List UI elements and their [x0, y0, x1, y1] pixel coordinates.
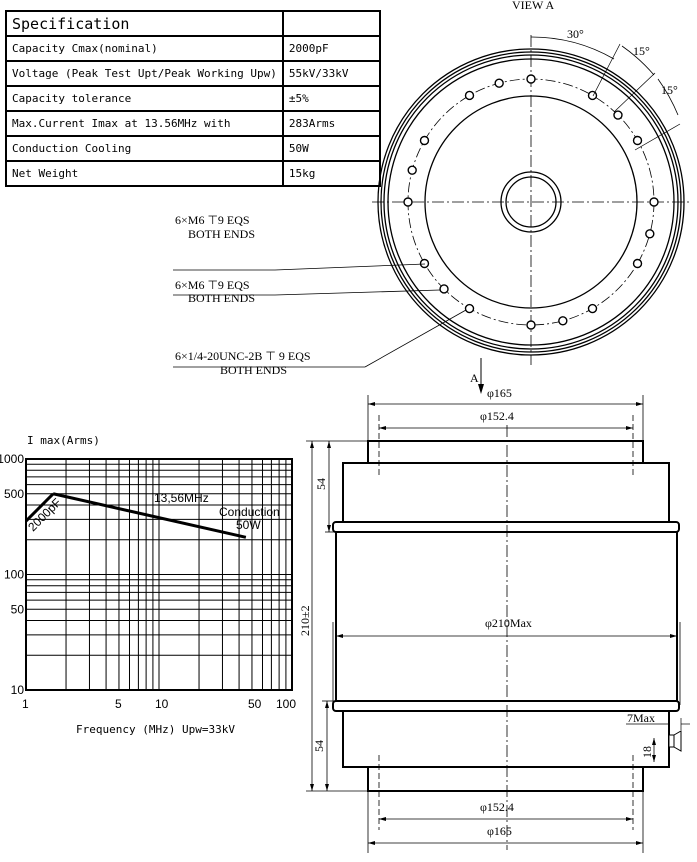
leader-line	[364, 309, 467, 368]
series-line-0	[24, 492, 55, 523]
y-axis-label: I max(Arms)	[27, 434, 100, 447]
annotation-conduction: Conduction	[219, 505, 280, 519]
spec-label: Capacity Cmax(nominal)	[5, 35, 284, 62]
spec-value: 283Arms	[281, 110, 381, 137]
spec-label: Max.Current Imax at 13.56MHz with	[5, 110, 284, 137]
angle-label-15: 15°	[633, 44, 650, 58]
bolt-hole	[632, 135, 643, 146]
angle-label-30: 30°	[567, 27, 584, 41]
bolt-hole	[587, 303, 598, 314]
callout-text: BOTH ENDS	[220, 363, 287, 377]
callout-text: BOTH ENDS	[188, 227, 255, 241]
lower-body	[342, 710, 670, 768]
spec-table: Specification Capacity Cmax(nominal)2000…	[5, 10, 381, 187]
annotation-50w: 50W	[236, 518, 261, 532]
spec-label: Voltage (Peak Test Upt/Peak Working Upw)	[5, 60, 284, 87]
angle-arc	[530, 36, 615, 60]
upper-body	[342, 462, 670, 523]
bolt-hole	[419, 258, 430, 269]
spec-label: Conduction Cooling	[5, 135, 284, 162]
spec-value: ±5%	[281, 85, 381, 112]
bolt-hole	[439, 284, 449, 294]
dim-lower-label: 54	[312, 740, 326, 752]
bolt-hole	[587, 90, 598, 101]
arrow-head-icon	[478, 384, 484, 394]
annotation-frequency: 13,56MHz	[154, 491, 209, 505]
angle-arc	[657, 78, 679, 116]
bolt-hole	[645, 229, 655, 239]
dim-body-label: φ210Max	[485, 616, 532, 630]
leader-line	[274, 263, 426, 271]
extension-line	[592, 43, 621, 97]
bolt-hole	[526, 320, 536, 330]
bolt-hole	[464, 303, 475, 314]
spec-label: Net Weight	[5, 160, 284, 187]
bolt-hole	[613, 110, 623, 120]
callout-text: 6×1/4-20UNC-2B ⊤ 9 EQS	[175, 349, 311, 363]
y-tick-label: 10	[11, 683, 25, 697]
upper-ring	[332, 521, 680, 533]
table-row: Capacity Cmax(nominal)2000pF	[5, 35, 381, 62]
spec-value: 2000pF	[281, 35, 381, 62]
dim-top-inner-label: φ152.4	[480, 409, 514, 423]
section-label: A	[470, 371, 479, 385]
bottom-terminal	[367, 766, 644, 792]
bolt-hole	[632, 258, 643, 269]
table-row: Capacity tolerance±5%	[5, 85, 381, 112]
y-tick-label: 500	[4, 487, 24, 501]
y-tick-label: 50	[11, 602, 25, 616]
spec-value: 15kg	[281, 160, 381, 187]
callout-text: 6×M6 ⊤9 EQS	[175, 213, 250, 227]
x-tick-label: 100	[276, 697, 296, 711]
callout-text: 6×M6 ⊤9 EQS	[175, 278, 250, 292]
bolt-hole	[464, 90, 475, 101]
bolt-hole	[526, 74, 536, 84]
y-tick-label: 1000	[0, 452, 24, 466]
dim-upper-label: 54	[314, 478, 328, 490]
x-axis-label: Frequency (MHz) Upw=33kV	[76, 723, 235, 736]
top-terminal	[367, 440, 644, 464]
dim-height-label: 210±2	[298, 605, 312, 636]
dim-arrow-icon	[652, 738, 656, 762]
dim-top-outer-label: φ165	[487, 386, 512, 400]
extension-line	[634, 123, 681, 151]
leader-line	[274, 289, 441, 296]
spec-title: Specification	[5, 10, 284, 37]
y-tick-label: 100	[4, 568, 24, 582]
bolt-hole	[403, 197, 413, 207]
series-line-1	[52, 492, 247, 539]
x-tick-label: 5	[115, 697, 122, 711]
extension-line	[613, 72, 656, 113]
bolt-hole	[649, 197, 659, 207]
dim-terminal-height-label: 18	[640, 746, 654, 758]
terminal-lug	[668, 734, 675, 748]
view-a-title: VIEW A	[512, 0, 554, 12]
table-row: Voltage (Peak Test Upt/Peak Working Upw)…	[5, 60, 381, 87]
x-tick-label: 10	[155, 697, 169, 711]
angle-arc	[621, 45, 655, 76]
bolt-hole	[494, 78, 504, 88]
x-tick-label: 50	[248, 697, 262, 711]
lower-ring	[332, 700, 680, 712]
bolt-hole	[558, 316, 568, 326]
terminal-lug	[673, 730, 682, 752]
bolt-hole	[407, 165, 417, 175]
bolt-hole	[419, 135, 430, 146]
spec-value: 55kV/33kV	[281, 60, 381, 87]
x-tick-label: 1	[22, 697, 29, 711]
spec-label: Capacity tolerance	[5, 85, 284, 112]
angle-label-15: 15°	[661, 83, 678, 97]
dim-terminal-width-label: 7Max	[627, 711, 655, 725]
plot-frame	[25, 458, 293, 691]
dim-bottom-outer-label: φ165	[487, 824, 512, 838]
callout-text: BOTH ENDS	[188, 291, 255, 305]
dim-bottom-inner-label: φ152.4	[480, 800, 514, 814]
spec-value: 50W	[281, 135, 381, 162]
